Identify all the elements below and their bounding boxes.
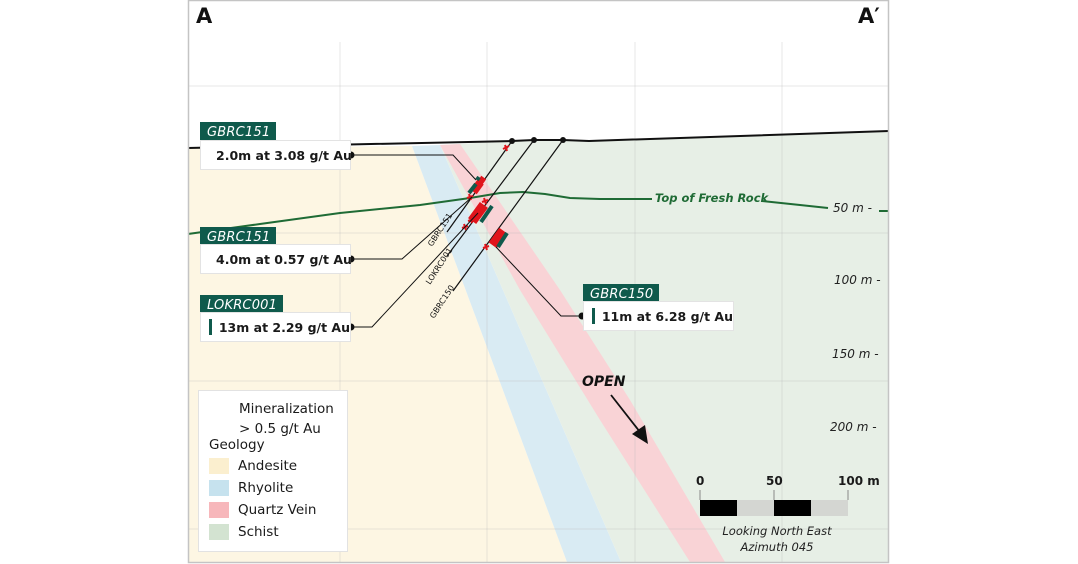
- depth-tick-50: 50 m -: [833, 201, 872, 215]
- legend-mineralization: Mineralization > 0.5 g/t Au: [239, 399, 334, 439]
- callout-result-box: 11m at 6.28 g/t Au: [583, 301, 734, 331]
- section-end-label: A′: [858, 4, 880, 28]
- legend-item-schist: Schist: [209, 524, 279, 540]
- andesite-swatch-icon: [209, 458, 229, 474]
- callout-result-box: 4.0m at 0.57 g/t Au: [200, 244, 352, 274]
- schist-unit: [440, 131, 888, 562]
- callout-hole-tag: LOKRC001: [200, 295, 284, 317]
- open-arrow-icon: [610, 394, 648, 444]
- quartz-vein-unit: [440, 144, 725, 562]
- legend-item-quartz-vein: Quartz Vein: [209, 502, 316, 518]
- depth-tick-100: 100 m -: [834, 273, 881, 287]
- top-of-fresh-rock-label: Top of Fresh Rock: [655, 191, 769, 205]
- schist-swatch-icon: [209, 524, 229, 540]
- legend-mineralization-line2: > 0.5 g/t Au: [239, 421, 321, 437]
- view-caption-line2: Azimuth 045: [740, 540, 814, 554]
- callout-result-text: 13m at 2.29 g/t Au: [218, 319, 350, 335]
- view-caption-line1: Looking North East: [722, 524, 832, 538]
- scale-bar: [699, 490, 849, 516]
- callout-bar-icon: [209, 319, 212, 335]
- top-of-fresh-rock-line: [187, 190, 652, 235]
- callout-result-box: 13m at 2.29 g/t Au: [200, 312, 351, 342]
- legend-geology-title: Geology: [209, 437, 265, 453]
- callout-result-text: 11m at 6.28 g/t Au: [601, 308, 733, 324]
- quartz-vein-swatch-icon: [209, 502, 229, 518]
- legend-item-label: Quartz Vein: [238, 502, 317, 518]
- frame-border: [187, 0, 890, 564]
- rhyolite-swatch-icon: [209, 480, 229, 496]
- callout-result-box: 2.0m at 3.08 g/t Au: [200, 140, 352, 170]
- legend-item-label: Schist: [238, 524, 279, 540]
- callout-hole-tag: GBRC151: [200, 122, 277, 144]
- callout-leaders: [351, 154, 581, 328]
- view-direction-caption: Looking North East Azimuth 045: [697, 523, 857, 555]
- callout-result-text: 4.0m at 0.57 g/t Au: [216, 251, 352, 267]
- section-start-label: A: [196, 4, 213, 28]
- legend-item-label: Andesite: [238, 458, 298, 474]
- legend-item-label: Rhyolite: [238, 480, 294, 496]
- legend-mineralization-line1: Mineralization: [239, 401, 334, 417]
- depth-tick-150: 150 m -: [832, 347, 879, 361]
- scale-label-100: 100 m: [838, 474, 880, 488]
- depth-tick-200: 200 m -: [830, 420, 877, 434]
- open-label: OPEN: [582, 374, 626, 390]
- callout-result-text: 2.0m at 3.08 g/t Au: [216, 147, 352, 163]
- legend: Mineralization > 0.5 g/t Au Geology Ande…: [198, 390, 348, 552]
- callout-hole-tag: GBRC150: [583, 284, 660, 306]
- legend-item-andesite: Andesite: [209, 458, 297, 474]
- callout-bar-icon: [592, 308, 595, 324]
- scale-label-50: 50: [766, 474, 783, 488]
- rhyolite-unit: [412, 145, 621, 562]
- collar-dots: [509, 137, 566, 144]
- callout-hole-tag: GBRC151: [200, 227, 277, 249]
- drill-trace-gbrc150: [452, 139, 564, 292]
- topography-line: [187, 130, 890, 149]
- top-of-fresh-rock-line-2: [761, 200, 829, 209]
- drill-trace-lokrc001: [446, 139, 535, 257]
- scale-label-0: 0: [696, 474, 705, 488]
- legend-item-rhyolite: Rhyolite: [209, 480, 293, 496]
